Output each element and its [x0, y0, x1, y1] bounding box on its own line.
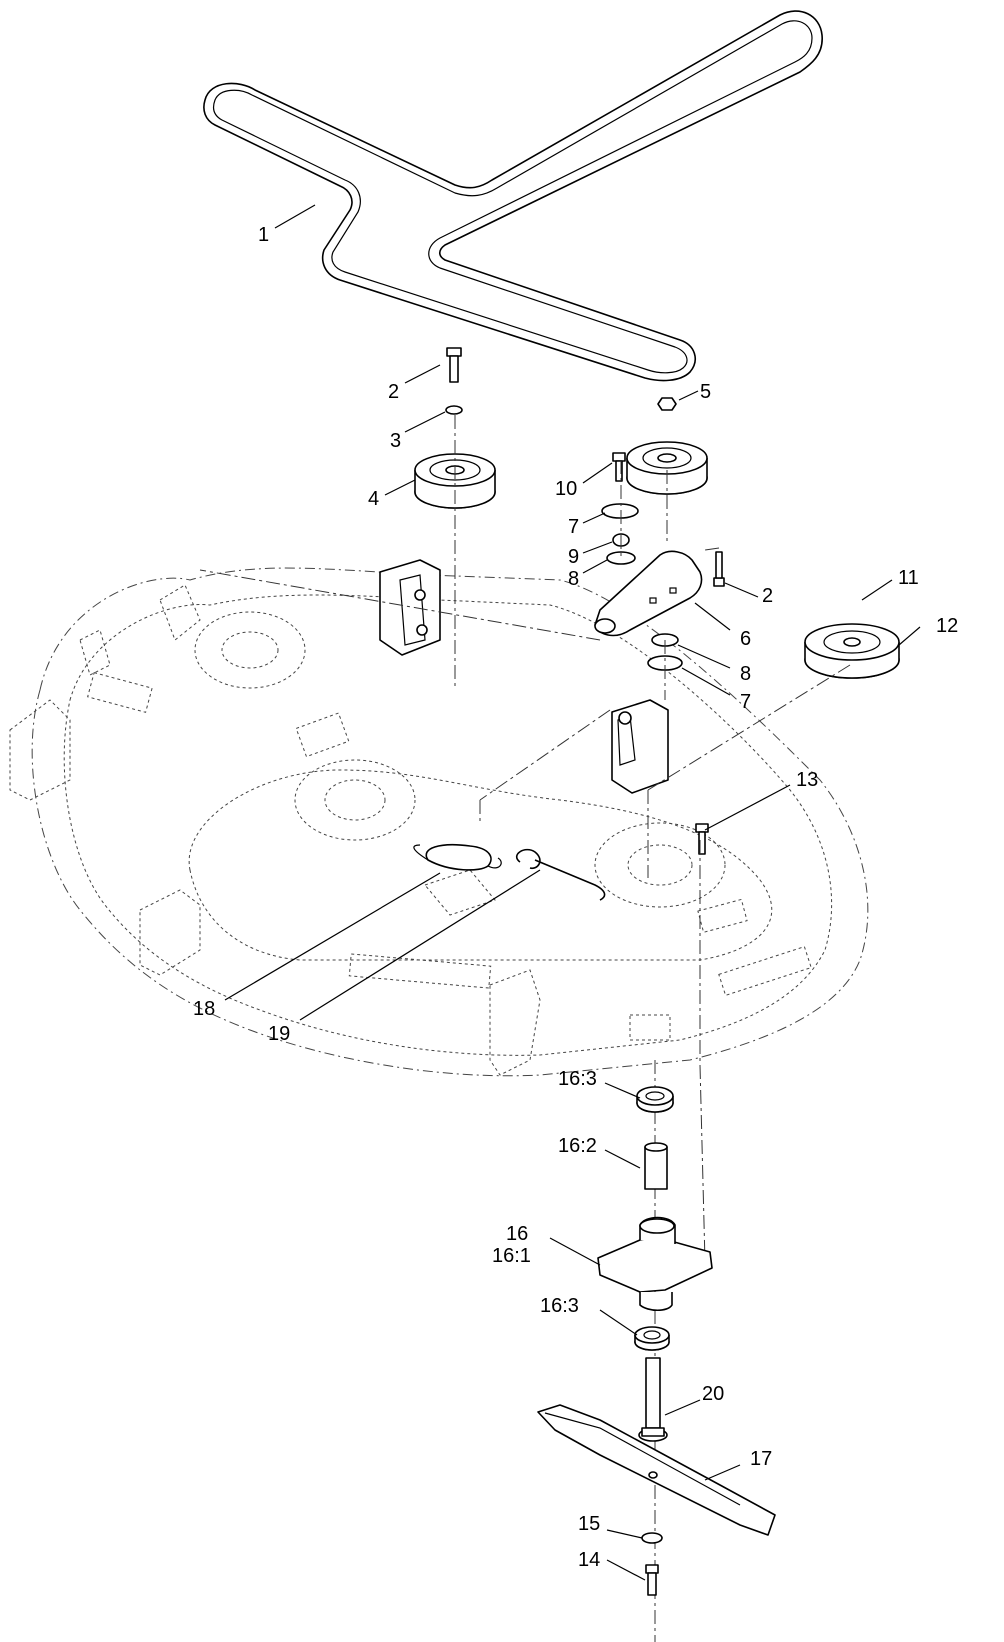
callout-16-3-upper: 16:3	[558, 1068, 597, 1090]
mount-bracket-left	[379, 559, 441, 656]
callout-2-right: 2	[762, 585, 773, 607]
callout-14: 14	[578, 1549, 600, 1571]
callout-labels: 1 2 2 3 4 5 6 7 7 8 8 9 10 11 12 13 14 1…	[193, 224, 958, 1571]
blade-17	[537, 1404, 776, 1536]
callout-16-1: 16:1	[492, 1245, 531, 1267]
idler-arm-6	[594, 550, 703, 637]
callout-11: 11	[898, 567, 919, 589]
callout-17: 17	[750, 1448, 772, 1470]
callout-10: 10	[555, 478, 577, 500]
leader-lines	[224, 204, 921, 1581]
bolt-2-right	[713, 551, 725, 587]
callout-15: 15	[578, 1513, 600, 1535]
callout-8-upper: 8	[568, 568, 579, 590]
callout-18: 18	[193, 998, 215, 1020]
callout-16-2: 16:2	[558, 1135, 597, 1157]
callout-16: 16	[506, 1223, 528, 1245]
bolt-14	[645, 1564, 659, 1596]
bolt-10	[612, 452, 626, 482]
callout-20: 20	[702, 1383, 724, 1405]
callout-7-upper: 7	[568, 516, 579, 538]
callout-6: 6	[740, 628, 751, 650]
washer-3	[445, 405, 463, 415]
idler-bolt-left	[446, 347, 462, 383]
callout-8-lower: 8	[740, 663, 751, 685]
callout-3: 3	[390, 430, 401, 452]
callout-9: 9	[568, 546, 579, 568]
bolt-13	[695, 823, 709, 855]
washer-8-upper	[606, 551, 636, 565]
washer-15	[641, 1532, 663, 1544]
spacer-16-2	[644, 1142, 668, 1190]
mount-bracket-right	[611, 699, 669, 794]
spindle-shaft-20	[638, 1357, 668, 1442]
callout-1: 1	[258, 224, 269, 246]
washer-7-upper	[601, 503, 639, 519]
callout-5: 5	[700, 381, 711, 403]
nut-5	[657, 397, 677, 411]
callout-19: 19	[268, 1023, 290, 1045]
callout-16-3-lower: 16:3	[540, 1295, 579, 1317]
callout-13: 13	[796, 769, 818, 791]
spindle-housing-16	[597, 1216, 713, 1312]
callout-4: 4	[368, 488, 379, 510]
drive-belt	[203, 10, 823, 382]
callout-7-lower: 7	[740, 691, 751, 713]
rod-19	[515, 848, 606, 901]
callout-12: 12	[936, 615, 958, 637]
callout-2-left: 2	[388, 381, 399, 403]
pulley-12	[804, 623, 900, 679]
bearing-16-3-upper	[636, 1086, 674, 1113]
spring-18	[413, 843, 502, 871]
bearing-16-3-lower	[634, 1326, 670, 1351]
idler-pulley-right	[626, 441, 708, 495]
